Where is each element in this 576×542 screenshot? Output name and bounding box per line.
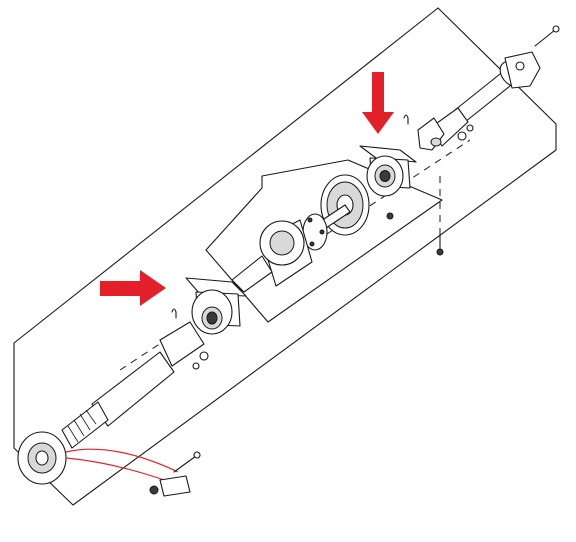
outer-frame (13, 7, 557, 506)
callout-arrows (100, 72, 394, 306)
flange-disc (314, 174, 394, 236)
front-hardware (149, 451, 201, 497)
rear-nut (457, 131, 467, 141)
rightward-arrow-icon (100, 270, 166, 306)
vertical-bolt (436, 233, 444, 256)
front-lock-plate (159, 475, 191, 497)
front-bolt-head (193, 451, 201, 459)
coupling-hole-3 (309, 241, 315, 247)
boot-ribs (67, 409, 97, 443)
coupling-hole-1 (307, 217, 313, 223)
frame-top-edge (13, 7, 439, 344)
rear-bearing-bore (379, 170, 391, 182)
rear-flange-hole (515, 61, 525, 71)
front-universal-joint (159, 321, 205, 367)
wire-line-1 (65, 448, 179, 473)
rear-center-bearing (359, 145, 417, 197)
front-bracket-plate (185, 277, 247, 297)
inner-frame-outline (205, 159, 443, 323)
front-shaft-boot (61, 401, 109, 449)
rear-shaft (403, 25, 560, 151)
frame-outline (13, 7, 557, 506)
front-washer (199, 351, 209, 361)
front-bearing-bore (206, 311, 218, 325)
rear-bracket-plate (359, 145, 417, 163)
rear-bolt (534, 29, 556, 47)
flange-nut (386, 212, 394, 220)
front-coupling (17, 431, 67, 485)
front-nut (192, 362, 200, 370)
rear-clip (403, 114, 409, 125)
rear-flange-yoke (504, 51, 541, 89)
inner-frame (205, 159, 443, 323)
rear-yoke-cap (430, 137, 442, 147)
coupling-flange (302, 213, 328, 251)
front-hex-nut (149, 485, 159, 495)
coupling-hole-2 (319, 229, 325, 235)
front-coupling-hub (35, 450, 49, 466)
housing-stub-shaft (231, 255, 273, 293)
front-center-bearing (171, 277, 247, 335)
center-housing (231, 219, 313, 293)
rear-bolt-head (552, 25, 560, 33)
front-bolt-shank (173, 455, 197, 473)
downward-arrow-icon (362, 72, 394, 134)
housing-inner (269, 230, 295, 256)
rear-washer (466, 124, 474, 132)
front-clip (171, 308, 177, 319)
front-shaft (61, 321, 209, 449)
vertical-bolt-head (436, 248, 444, 256)
